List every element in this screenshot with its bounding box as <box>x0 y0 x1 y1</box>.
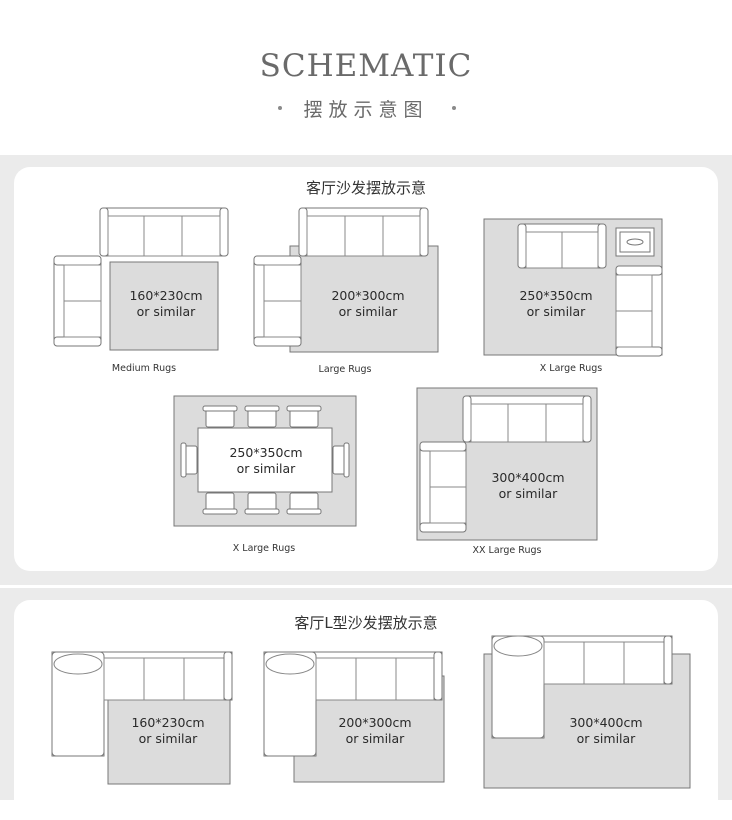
diagram-l-sofa-160x230: 160*230cm or similar <box>51 651 233 785</box>
rug-note-label: or similar <box>577 731 637 746</box>
l-sofa-icon <box>51 651 233 757</box>
caption-x-large-rugs-dining: X Large Rugs <box>232 543 296 554</box>
sofa-icon <box>99 207 229 257</box>
rug-note-label: or similar <box>499 486 559 501</box>
rug-size-label: 300*400cm <box>491 470 564 485</box>
armchair-icon <box>615 265 663 357</box>
rug <box>107 699 231 785</box>
diagram-medium-rugs: 160*230cm or similar <box>53 207 229 351</box>
caption-medium-rugs: Medium Rugs <box>111 363 177 374</box>
armchair-icon <box>253 255 302 347</box>
rug-note-label: or similar <box>346 731 406 746</box>
dining-chair-icon <box>180 405 350 515</box>
dining-table-icon <box>197 427 333 493</box>
rug-size-label: 200*300cm <box>331 288 404 303</box>
sofa-icon <box>298 207 429 257</box>
page-subtitle: 摆放示意图 <box>303 99 429 121</box>
diagram-dining-x-large-rugs: 250*350cm or similar <box>173 395 357 527</box>
rug-size-label: 160*230cm <box>129 288 202 303</box>
sofa-icon <box>462 395 592 443</box>
rug-size-label: 250*350cm <box>229 445 302 460</box>
rug-note-label: or similar <box>139 731 199 746</box>
caption-xx-large-rugs: XX Large Rugs <box>472 545 542 556</box>
bullet-dot-icon <box>452 106 456 110</box>
rug-size-label: 160*230cm <box>131 715 204 730</box>
caption-x-large-rugs: X Large Rugs <box>539 363 603 374</box>
rug <box>109 261 219 351</box>
panel-title: 客厅L型沙发摆放示意 <box>294 614 438 632</box>
rug-size-label: 200*300cm <box>338 715 411 730</box>
diagram-large-rugs: 200*300cm or similar <box>253 207 439 353</box>
rug-note-label: or similar <box>237 461 297 476</box>
diagram-l-sofa-200x300: 200*300cm or similar <box>263 651 445 783</box>
l-sofa-icon <box>491 635 673 739</box>
caption-large-rugs: Large Rugs <box>318 364 372 375</box>
armchair-icon <box>53 255 102 347</box>
rug <box>289 245 439 353</box>
bullet-dot-icon <box>278 106 282 110</box>
side-table-icon <box>615 227 655 257</box>
page-title: SCHEMATIC <box>259 48 473 84</box>
l-sofa-icon <box>263 651 443 757</box>
rug-size-label: 250*350cm <box>519 288 592 303</box>
rug-size-label: 300*400cm <box>569 715 642 730</box>
sofa-icon <box>517 223 607 269</box>
diagram-l-sofa-300x400: 300*400cm or similar <box>483 635 691 789</box>
armchair-icon <box>419 441 467 533</box>
rug-note-label: or similar <box>339 304 399 319</box>
panel-title: 客厅沙发摆放示意 <box>305 179 426 197</box>
diagram-x-large-rugs: 250*350cm or similar <box>483 218 663 357</box>
diagram-xx-large-rugs: 300*400cm or similar <box>416 387 598 541</box>
rug-note-label: or similar <box>527 304 587 319</box>
rug-note-label: or similar <box>137 304 197 319</box>
schematic-drawings: 160*230cm or similar 200*300cm or simila… <box>51 207 691 789</box>
